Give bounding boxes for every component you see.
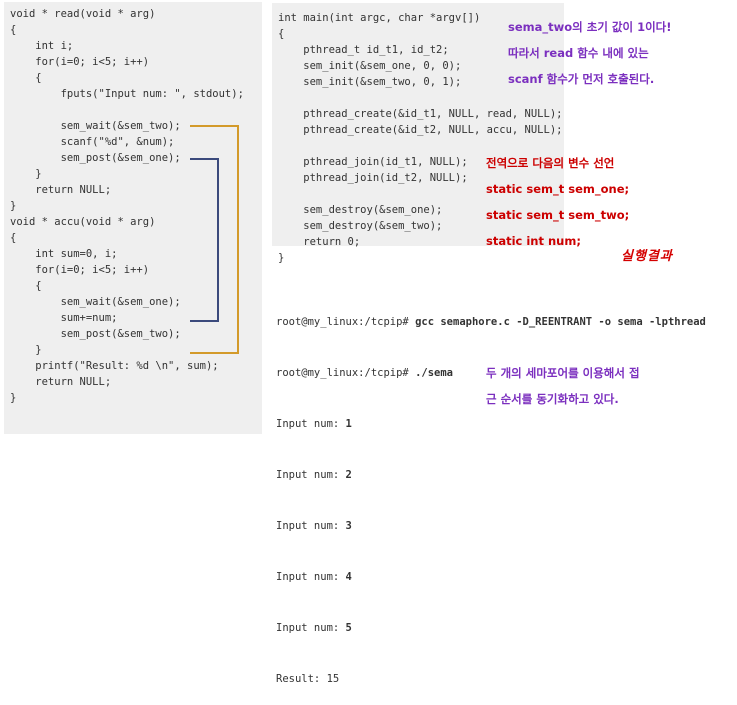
input-label: Input num: [276, 520, 346, 532]
globals-note-2: static sem_t sem_one; [486, 182, 630, 196]
main-code-panel [272, 3, 564, 246]
main-code-line: sem_init(&sem_one, 0, 0); [278, 60, 462, 72]
read-accu-code-line: sem_wait(&sem_two); [10, 120, 181, 132]
read-accu-code-line: sem_wait(&sem_one); [10, 296, 181, 308]
main-code-line: } [278, 252, 285, 264]
terminal-result-line: Result: 15 [276, 673, 340, 685]
read-accu-code-line: { [10, 24, 17, 36]
main-code-line: int main(int argc, char *argv[]) [278, 12, 481, 24]
globals-note-3: static sem_t sem_two; [486, 208, 630, 222]
main-code-line: sem_destroy(&sem_one); [278, 204, 443, 216]
terminal-line-compile: root@my_linux:/tcpip# gcc semaphore.c -D… [276, 314, 706, 331]
input-value: 5 [345, 622, 352, 634]
read-accu-code-line: int i; [10, 40, 74, 52]
terminal-command: ./sema [415, 367, 454, 379]
main-code-line: pthread_create(&id_t1, NULL, read, NULL)… [278, 108, 563, 120]
read-accu-code-line: printf("Result: %d \n", sum); [10, 360, 219, 372]
terminal-input-line: Input num: 2 [276, 467, 706, 484]
main-code-line: pthread_create(&id_t2, NULL, accu, NULL)… [278, 124, 563, 136]
read-accu-code-line: { [10, 232, 17, 244]
main-code-line: pthread_t id_t1, id_t2; [278, 44, 449, 56]
read-accu-code: void * read(void * arg) { int i; for(i=0;… [10, 6, 244, 406]
read-accu-code-line: { [10, 72, 42, 84]
sema-two-note-3: scanf 함수가 먼저 호출된다. [508, 72, 655, 86]
input-value: 2 [345, 469, 352, 481]
terminal-prompt: root@my_linux:/tcpip# [276, 316, 416, 328]
read-accu-code-line: return NULL; [10, 184, 112, 196]
terminal-input-line: Input num: 3 [276, 518, 706, 535]
terminal-command: gcc semaphore.c -D_REENTRANT -o sema -lp… [415, 316, 706, 328]
terminal-output: root@my_linux:/tcpip# gcc semaphore.c -D… [276, 280, 706, 705]
result-label: 실행결과 [621, 249, 673, 264]
main-code: int main(int argc, char *argv[]) { pthrea… [278, 10, 562, 266]
read-accu-code-line: sem_post(&sem_one); [10, 152, 181, 164]
main-code-line: sem_init(&sem_two, 0, 1); [278, 76, 462, 88]
main-code-line: pthread_join(id_t1, NULL); [278, 156, 468, 168]
terminal-line-run: root@my_linux:/tcpip# ./sema [276, 365, 706, 382]
input-value: 4 [345, 571, 352, 583]
sync-note-2: 근 순서를 동기화하고 있다. [486, 392, 619, 406]
input-label: Input num: [276, 418, 346, 430]
read-accu-code-line: } [10, 200, 17, 212]
globals-note-4: static int num; [486, 234, 581, 248]
semaphore-connector-lines [190, 125, 239, 354]
sema-two-note-1: sema_two의 초기 값이 1이다! [508, 20, 672, 34]
sem-one-connector [190, 158, 219, 322]
globals-note-1: 전역으로 다음의 변수 선언 [486, 156, 615, 170]
read-accu-code-line: void * accu(void * arg) [10, 216, 156, 228]
sem-two-connector [190, 125, 239, 354]
main-code-line: return 0; [278, 236, 361, 248]
input-value: 1 [345, 418, 352, 430]
read-accu-code-line: for(i=0; i<5; i++) [10, 264, 150, 276]
read-accu-code-line: } [10, 344, 42, 356]
read-accu-code-line: sum+=num; [10, 312, 118, 324]
input-label: Input num: [276, 571, 346, 583]
read-accu-code-line: { [10, 280, 42, 292]
read-accu-code-line: for(i=0; i<5; i++) [10, 56, 150, 68]
read-accu-code-line: return NULL; [10, 376, 112, 388]
read-accu-code-line: scanf("%d", &num); [10, 136, 175, 148]
main-code-line: { [278, 28, 285, 40]
input-label: Input num: [276, 622, 346, 634]
terminal-prompt: root@my_linux:/tcpip# [276, 367, 416, 379]
read-accu-code-line: void * read(void * arg) [10, 8, 156, 20]
terminal-input-line: Input num: 4 [276, 569, 706, 586]
main-code-line: pthread_join(id_t2, NULL); [278, 172, 468, 184]
terminal-input-line: Input num: 5 [276, 620, 706, 637]
read-accu-code-line: int sum=0, i; [10, 248, 118, 260]
input-value: 3 [345, 520, 352, 532]
main-code-line: sem_destroy(&sem_two); [278, 220, 443, 232]
read-accu-code-line: fputs("Input num: ", stdout); [10, 88, 244, 100]
read-accu-code-line: } [10, 392, 17, 404]
sync-note-1: 두 개의 세마포어를 이용해서 접 [486, 366, 640, 380]
input-label: Input num: [276, 469, 346, 481]
terminal-input-line: Input num: 1 [276, 416, 706, 433]
sema-two-note-2: 따라서 read 함수 내에 있는 [508, 46, 649, 60]
read-accu-code-line: } [10, 168, 42, 180]
read-accu-code-line: sem_post(&sem_two); [10, 328, 181, 340]
